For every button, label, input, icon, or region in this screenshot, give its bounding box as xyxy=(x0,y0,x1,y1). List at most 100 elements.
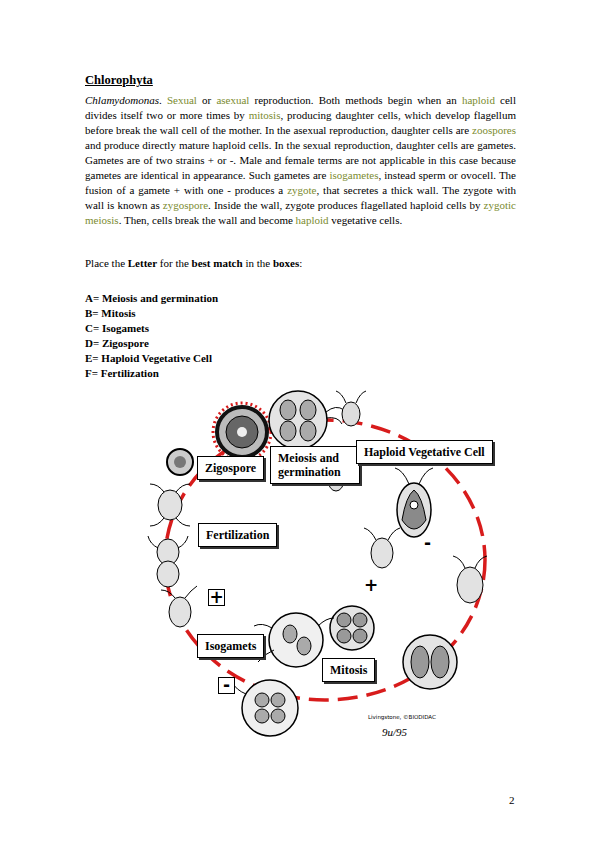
label-box: Isogamets xyxy=(197,634,264,658)
illustration-shape xyxy=(174,456,186,468)
strain-symbol: + xyxy=(364,578,378,593)
illustration-shape xyxy=(336,391,366,403)
illustration-shape xyxy=(397,483,431,537)
illustration-shape xyxy=(255,709,269,723)
body-text: . Then, cells break the wall and become xyxy=(119,214,296,226)
box-label: Fertilization xyxy=(206,528,269,542)
strain-symbol: - xyxy=(218,677,235,694)
illustration-shape xyxy=(255,693,269,707)
illustration-shape xyxy=(431,646,449,678)
illustration-shape xyxy=(337,613,351,627)
answer-option: C= Isogamets xyxy=(85,321,149,335)
illustration-shape xyxy=(226,416,258,448)
answer-option: A= Meiosis and germination xyxy=(85,291,218,305)
body-text: vegetative cells. xyxy=(329,214,403,226)
illustration-shape xyxy=(217,407,267,457)
illustration-shape xyxy=(411,646,429,678)
body-text: . Inside the wall, zygote produces flage… xyxy=(208,199,484,211)
illustration-shape xyxy=(457,567,483,603)
instruction-text: Place the xyxy=(85,257,128,269)
illustration-shape xyxy=(342,402,360,426)
vegetative-cell xyxy=(395,468,433,537)
instruction-text: : xyxy=(299,257,302,269)
illustration-shape xyxy=(271,693,285,707)
zygospore-figure xyxy=(213,403,271,461)
box-label: Zigospore xyxy=(205,461,256,475)
body-text: or xyxy=(197,94,217,106)
gamete-cell xyxy=(453,556,487,603)
illustration-shape xyxy=(353,613,367,627)
answer-option: F= Fertilization xyxy=(85,366,159,380)
germination-figure xyxy=(269,391,344,449)
gamete-release-cell xyxy=(232,680,298,736)
instruction-text: for the xyxy=(157,257,192,269)
illustration-shape xyxy=(453,556,487,568)
page-heading: Chlorophyta xyxy=(85,73,153,88)
illustration-shape xyxy=(364,528,400,540)
mitosis-cell xyxy=(330,606,374,650)
box-label: Isogamets xyxy=(205,639,256,653)
illustration-shape xyxy=(297,637,311,655)
illustration-shape xyxy=(269,391,327,449)
key-term: mitosis xyxy=(249,109,281,121)
illustration-shape xyxy=(300,421,316,441)
key-term: zygote xyxy=(287,184,316,196)
emphasis-text: best match xyxy=(192,257,243,269)
illustration-shape xyxy=(371,538,393,568)
illustration-shape xyxy=(403,635,457,689)
illustration-shape xyxy=(337,629,351,643)
illustration-shape xyxy=(353,629,367,643)
illustration-shape xyxy=(158,490,182,520)
strain-symbol: - xyxy=(424,536,431,551)
instruction-line: Place the Letter for the best match in t… xyxy=(85,256,516,271)
illustration-shape xyxy=(280,400,296,420)
instruction-text: in the xyxy=(243,257,273,269)
illustration-shape xyxy=(410,501,418,509)
illustration-shape xyxy=(283,625,297,643)
box-label: Mitosis xyxy=(330,663,367,677)
box-label: Haploid Vegetative Cell xyxy=(364,445,485,459)
box-label: Meiosis and germination xyxy=(278,451,352,479)
illustration-shape xyxy=(271,709,285,723)
illustration-shape xyxy=(213,403,271,461)
key-term: asexual xyxy=(216,94,249,106)
illustration-shape xyxy=(161,586,197,598)
label-box: Zigospore xyxy=(197,456,264,480)
key-term: haploid xyxy=(462,94,495,106)
answer-option: B= Mitosis xyxy=(85,306,136,320)
illustration-shape xyxy=(330,606,374,650)
strain-symbol: + xyxy=(208,589,225,606)
key-term: Sexual xyxy=(167,94,197,106)
illustration-shape xyxy=(395,468,433,484)
body-text: reproduction. Both methods begin when an xyxy=(249,94,462,106)
zygote-cell xyxy=(167,449,193,475)
illustration-shape xyxy=(402,490,426,529)
illustration-shape xyxy=(150,484,190,526)
key-term: zygospore xyxy=(163,199,208,211)
emphasis-text: Letter xyxy=(128,257,157,269)
page-number: 2 xyxy=(509,794,515,806)
illustration-shape xyxy=(280,421,296,441)
illustration-shape xyxy=(157,561,179,587)
key-term: haploid xyxy=(296,214,329,226)
zygote-cell xyxy=(150,484,190,526)
illustration-shape xyxy=(326,407,344,424)
genus-name: Chlamydomonas xyxy=(85,94,159,106)
label-box: Fertilization xyxy=(198,523,277,547)
label-box: Mitosis xyxy=(322,658,375,682)
answer-option: D= Zigospore xyxy=(85,336,149,350)
artist-signature: 9u/95 xyxy=(382,726,407,738)
label-box: Meiosis and germination xyxy=(270,446,360,484)
dividing-cell xyxy=(403,635,457,689)
body-text: . xyxy=(159,94,167,106)
gamete-cell xyxy=(161,586,197,627)
image-credit: Livingstone, ©BIODIDAC xyxy=(368,714,436,720)
emphasis-text: boxes xyxy=(273,257,299,269)
illustration-shape xyxy=(169,597,191,627)
illustration-shape xyxy=(300,400,316,420)
key-term: zoospores xyxy=(472,124,516,136)
illustration-shape xyxy=(167,449,193,475)
illustration-shape xyxy=(148,536,188,548)
illustration-shape xyxy=(242,680,298,736)
